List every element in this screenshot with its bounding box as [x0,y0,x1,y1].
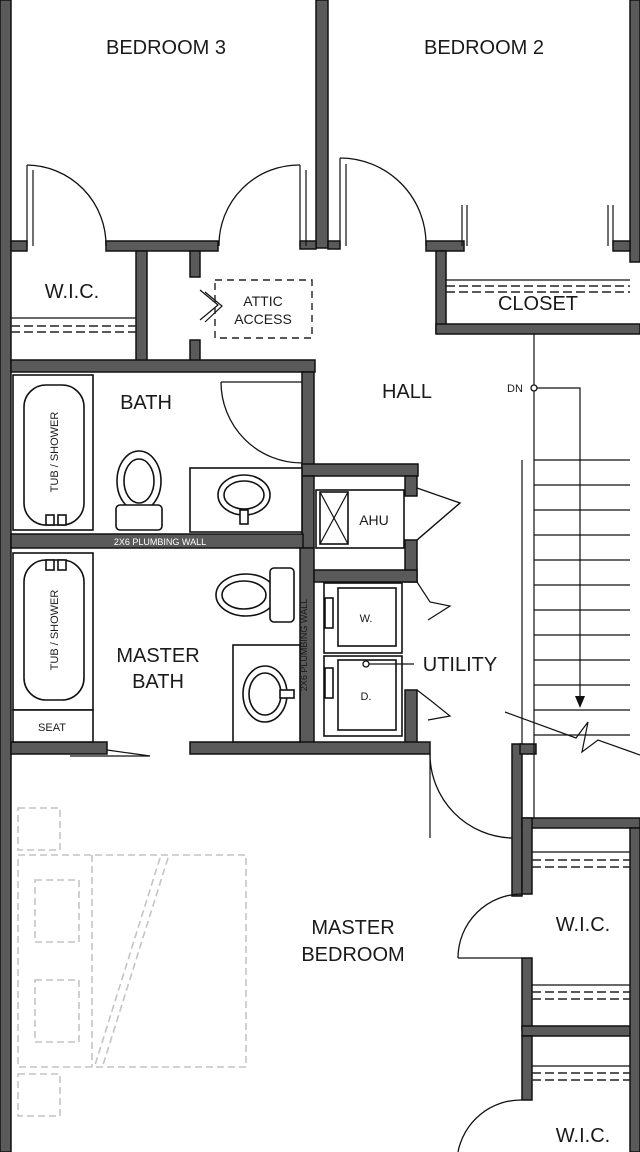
label-dn: DN [507,383,523,395]
label-master-bedroom-2: BEDROOM [301,944,404,966]
label-hall: HALL [382,381,432,403]
label-bath: BATH [120,392,172,414]
label-bedroom-2: BEDROOM 2 [424,37,544,59]
label-dryer: D. [361,691,372,703]
label-plumbing-wall-h: 2X6 PLUMBING WALL [114,537,206,547]
stairs [504,334,640,818]
labels: BEDROOM 3 BEDROOM 2 W.I.C. ATTIC ACCESS … [38,37,610,1147]
label-closet: CLOSET [498,293,578,315]
label-attic-1: ATTIC [243,293,282,309]
label-tub-upper: TUB / SHOWER [49,412,61,493]
label-plumbing-wall-v: 2X6 PLUMBING WALL [299,599,309,691]
label-seat: SEAT [38,722,66,734]
label-attic-2: ACCESS [234,311,292,327]
label-wic-top: W.I.C. [45,281,99,303]
seat [12,709,94,743]
bath-fixtures [12,374,303,743]
attic-access-hatch [214,279,313,339]
label-utility: UTILITY [423,654,497,676]
bed [17,854,247,1068]
bed-furniture [17,807,247,1117]
mechanical [315,489,414,737]
closet-shelves [11,279,630,1081]
label-master-bath-2: BATH [132,671,184,693]
label-ahu: AHU [359,512,389,528]
dn-start-marker [530,384,538,392]
label-bedroom-3: BEDROOM 3 [106,37,226,59]
label-wic-bottom: W.I.C. [556,1125,610,1147]
doors [26,157,614,1152]
label-master-bedroom-1: MASTER [311,917,394,939]
label-wic-mid: W.I.C. [556,914,610,936]
label-washer: W. [360,613,373,625]
label-tub-lower: TUB / SHOWER [49,590,61,671]
label-master-bath-1: MASTER [116,645,199,667]
dn-arrow-icon [575,696,585,708]
